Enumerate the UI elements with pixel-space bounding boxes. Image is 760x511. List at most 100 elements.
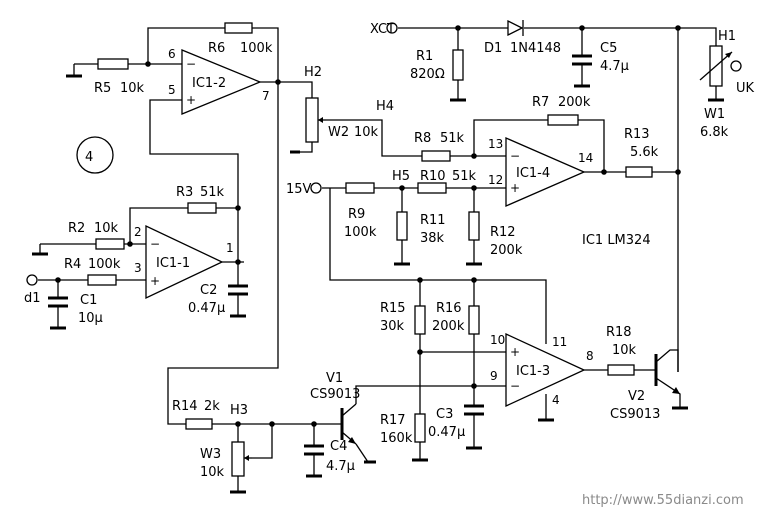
r2-ref: R2	[68, 221, 85, 236]
r13-ref: R13	[624, 127, 650, 142]
resistor-r4	[87, 274, 117, 286]
svg-text:+: +	[510, 181, 520, 195]
v2-value: CS9013	[610, 407, 660, 422]
opamp-label-ic1-3: IC1-3	[516, 364, 550, 379]
transistor-v2	[654, 349, 681, 408]
c1-value: 10μ	[78, 311, 103, 326]
resistor-r2	[95, 238, 125, 250]
w1-value: 6.8k	[700, 125, 729, 140]
r5-value: 10k	[120, 81, 145, 96]
opamp-label-ic1-2: IC1-2	[192, 76, 226, 91]
resistor-r5	[97, 58, 129, 70]
d1-ref: D1	[484, 41, 502, 56]
node-15v: 15V	[286, 182, 312, 197]
r18-ref: R18	[606, 325, 632, 340]
r14-value: 2k	[204, 399, 220, 414]
xct-terminal	[386, 22, 398, 34]
r5-ref: R5	[94, 81, 111, 96]
figure-number-circle	[76, 136, 114, 174]
pin-1: 1	[226, 241, 234, 255]
resistor-r9	[345, 182, 375, 194]
node-h2: H2	[304, 65, 322, 80]
pin-4: 4	[552, 393, 560, 407]
r13-value: 5.6k	[630, 145, 659, 160]
resistor-r15	[414, 305, 426, 335]
r4-ref: R4	[64, 257, 81, 272]
svg-text:−: −	[186, 57, 196, 71]
c3-value: 0.47μ	[428, 425, 465, 440]
r6-value: 100k	[240, 41, 273, 56]
opamp-ic1-4: − +	[505, 137, 586, 207]
c4-ref: C4	[330, 439, 347, 454]
opamp-ic1-1: − +	[145, 224, 224, 300]
r17-ref: R17	[380, 413, 406, 428]
c2-ref: C2	[200, 283, 217, 298]
opamp-ic1-3: + −	[505, 332, 586, 408]
pin-10: 10	[490, 333, 505, 347]
capacitor-c5	[572, 54, 592, 66]
wiring	[38, 27, 717, 492]
potentiometer-w1	[699, 45, 733, 87]
r3-value: 51k	[200, 185, 225, 200]
capacitor-c4	[304, 444, 324, 456]
transistors	[340, 349, 681, 445]
capacitor-c2	[228, 284, 248, 296]
r1-ref: R1	[416, 49, 433, 64]
r7-value: 200k	[558, 95, 591, 110]
svg-text:+: +	[150, 274, 160, 288]
watermark: http://www.55dianzi.com	[582, 493, 744, 508]
r2-value: 10k	[94, 221, 119, 236]
w2-ref: W2	[328, 125, 349, 140]
c3-ref: C3	[436, 407, 453, 422]
figure-number: 4	[85, 150, 93, 165]
potentiometers	[231, 45, 733, 477]
r3-ref: R3	[176, 185, 193, 200]
r16-ref: R16	[436, 301, 462, 316]
w2-value: 10k	[354, 125, 379, 140]
c1-ref: C1	[80, 293, 97, 308]
svg-text:+: +	[510, 345, 520, 359]
r11-value: 38k	[420, 231, 445, 246]
r6-ref: R6	[208, 41, 225, 56]
pin-12: 12	[488, 173, 503, 187]
resistor-r10	[417, 182, 447, 194]
r8-value: 51k	[440, 131, 465, 146]
r9-value: 100k	[344, 225, 377, 240]
r15-value: 30k	[380, 319, 405, 334]
r11-ref: R11	[420, 213, 446, 228]
resistor-r16	[468, 305, 480, 335]
r10-value: 51k	[452, 169, 477, 184]
node-h1: H1	[718, 29, 736, 44]
node-xct: XCT	[370, 22, 395, 37]
pin-7: 7	[262, 89, 270, 103]
r8-ref: R8	[414, 131, 431, 146]
resistor-r11	[396, 211, 408, 241]
resistors	[87, 22, 653, 443]
junctions	[55, 25, 681, 427]
v1-ref: V1	[326, 371, 343, 386]
resistor-r7	[547, 114, 579, 126]
node-h4: H4	[376, 99, 394, 114]
node-h3: H3	[230, 403, 248, 418]
r9-ref: R9	[348, 207, 365, 222]
r12-ref: R12	[490, 225, 516, 240]
c2-value: 0.47μ	[188, 301, 225, 316]
pin-6: 6	[168, 47, 176, 61]
resistor-r13	[625, 166, 653, 178]
uk-terminal	[730, 60, 742, 72]
r15-ref: R15	[380, 301, 406, 316]
labels: 4 IC1-2 IC1-1 IC1-4 IC1-3 IC1 LM324 6 5 …	[24, 22, 755, 508]
w1-ref: W1	[704, 107, 725, 122]
r7-ref: R7	[532, 95, 549, 110]
resistor-r8	[421, 150, 451, 162]
pin-13: 13	[488, 137, 503, 151]
resistor-r6	[224, 22, 253, 34]
d1-value: 1N4148	[510, 41, 561, 56]
v2-ref: V2	[628, 389, 645, 404]
potentiometer-w3	[231, 441, 252, 477]
pin-2: 2	[134, 225, 142, 239]
resistor-r12	[468, 211, 480, 241]
opamp-label-ic1-4: IC1-4	[516, 166, 550, 181]
svg-text:+: +	[186, 93, 196, 107]
